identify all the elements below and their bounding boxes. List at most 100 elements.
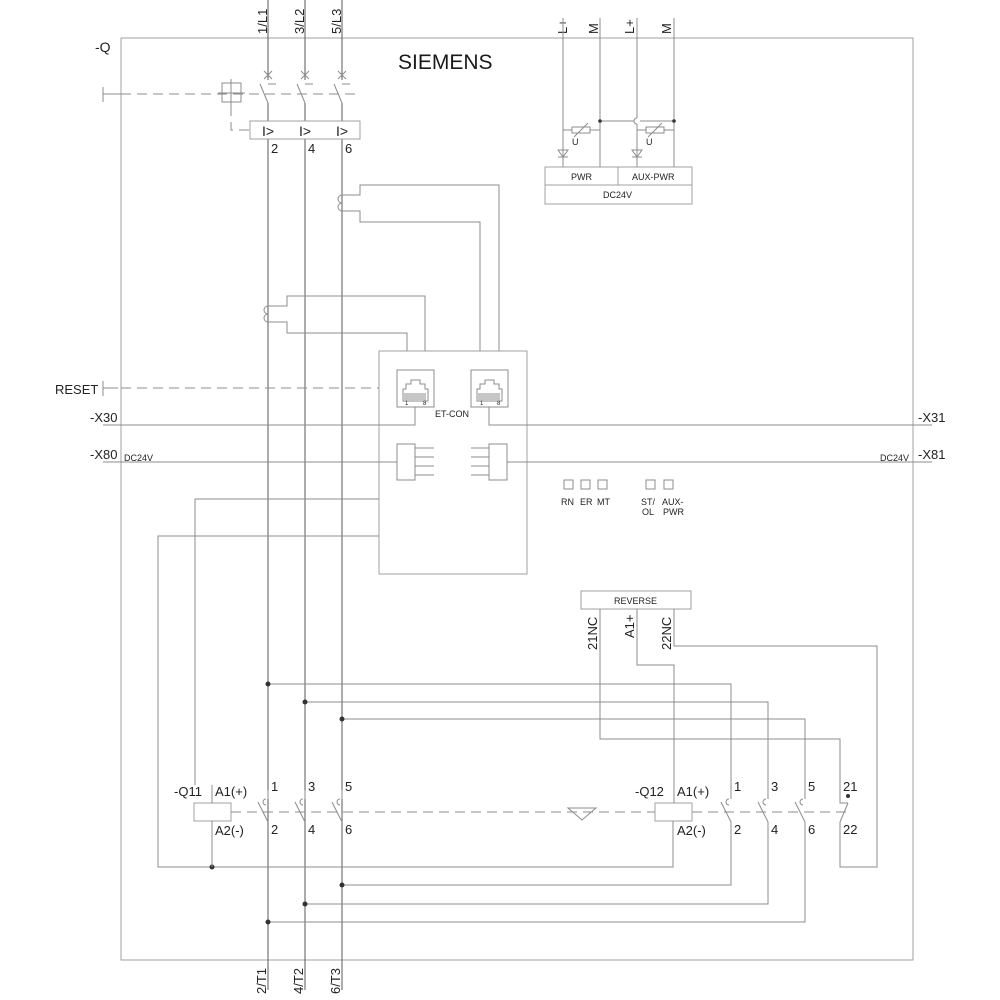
nc-contact-dot [846, 794, 850, 798]
supply-terminal-m-2: M [659, 23, 674, 34]
reverse-wiring [599, 609, 878, 868]
led-label-mt: MT [597, 497, 610, 507]
junction-dot [265, 681, 271, 687]
q12-contact-21: 21 [843, 779, 857, 794]
q11-contact-1: 1 [271, 779, 278, 794]
led-mt [597, 479, 608, 490]
q11-contact-6: 6 [345, 822, 352, 837]
q11-contact-5: 5 [345, 779, 352, 794]
q11-contact-3: 3 [308, 779, 315, 794]
terminal-label-l2: 3/L2 [292, 9, 307, 34]
breaker-output-6: 6 [345, 141, 352, 156]
q12-contact-1: 1 [734, 779, 741, 794]
breaker-output-4: 4 [308, 141, 315, 156]
led-label-er: ER [580, 497, 593, 507]
contactor-q12 [654, 790, 849, 835]
phase-lines [259, 0, 350, 990]
led-er [580, 479, 591, 490]
connector-x30: -X30 [90, 410, 117, 425]
junction-dot [672, 119, 676, 123]
coil-q12 [654, 802, 693, 822]
supply-voltage: DC24V [603, 190, 632, 200]
junction-dot [598, 119, 602, 123]
q12-contact-2: 2 [734, 822, 741, 837]
reverse-label: REVERSE [614, 596, 657, 606]
q12-contact-22: 22 [843, 822, 857, 837]
breaker-output-2: 2 [271, 141, 278, 156]
supply-box-voltage-row [544, 184, 693, 205]
rj45-right-pin-1: 1 [480, 401, 484, 407]
rj45-right-pin-8: 8 [497, 401, 501, 407]
reverse-pin-21nc: 21NC [585, 617, 600, 650]
contactor-tag-q11: -Q11 [174, 784, 202, 799]
supply-label-pwr: PWR [571, 172, 592, 182]
coil-a2-q12: A2(-) [677, 823, 706, 838]
phase-reversal-wiring [268, 683, 806, 923]
q12-contact-4: 4 [771, 822, 778, 837]
terminal-label-t3: 6/T3 [328, 968, 343, 994]
connector-x81: -X81 [918, 447, 945, 462]
reset-actuator [102, 381, 118, 396]
led-label-st: ST/ [641, 497, 656, 507]
brand-logo: SIEMENS [398, 51, 493, 74]
reset-label: RESET [55, 382, 98, 397]
junction-dot [265, 919, 271, 925]
current-sensor-wiring [263, 184, 500, 351]
trip-unit [249, 120, 361, 140]
q12-contact-3: 3 [771, 779, 778, 794]
coil-a1-q12: A1(+) [677, 784, 709, 799]
rj45-port-left [379, 369, 435, 426]
contactor-tag-q12: -Q12 [635, 784, 664, 799]
rj45-left-pin-1: 1 [405, 401, 409, 407]
supply-wiring [557, 18, 675, 167]
led-label-rn: RN [561, 497, 574, 507]
led-label-ol: OL [642, 507, 654, 517]
device-frame [120, 37, 914, 961]
status-leds [563, 479, 674, 490]
terminal-label-l1: 1/L1 [255, 9, 270, 34]
terminal-label-l3: 5/L3 [329, 9, 344, 34]
contactor-q11 [193, 785, 343, 867]
connector-x80: -X80 [90, 447, 117, 462]
supply-label-aux-pwr: AUX-PWR [632, 172, 675, 182]
et-con-module [378, 350, 528, 575]
trip-symbol-3: I> [336, 123, 348, 139]
led-label-pwr: PWR [663, 507, 684, 517]
supply-terminal-lplus-2: L+ [622, 19, 637, 34]
led-label-aux: AUX- [662, 497, 684, 507]
q12-contact-5: 5 [808, 779, 815, 794]
x80-voltage: DC24V [124, 453, 153, 463]
led-st-ol [645, 479, 656, 490]
coil-q11 [193, 802, 232, 822]
terminal-label-t2: 4/T2 [291, 968, 306, 994]
varistor-label-1: U [572, 137, 579, 147]
x81-voltage: DC24V [880, 453, 909, 463]
junction-dot [339, 882, 345, 888]
junction-dot [302, 901, 308, 907]
rj45-left-pin-8: 8 [423, 401, 427, 407]
reverse-module [580, 590, 692, 610]
reverse-pin-22nc: 22NC [659, 617, 674, 650]
coil-a1-q11: A1(+) [215, 784, 247, 799]
coil-a2-q11: A2(-) [215, 823, 244, 838]
reverse-pin-a1plus: A1+ [622, 615, 637, 639]
supply-terminal-m-1: M [586, 23, 601, 34]
junction-dot [302, 699, 308, 705]
led-rn [563, 479, 574, 490]
breaker-mechanism [102, 79, 360, 131]
connector-x31: -X31 [918, 410, 945, 425]
varistor-label-2: U [646, 137, 653, 147]
q11-contact-4: 4 [308, 822, 315, 837]
terminal-label-t1: 2/T1 [254, 968, 269, 994]
trip-symbol-2: I> [299, 123, 311, 139]
device-tag: -Q [95, 39, 111, 55]
trip-symbol-1: I> [262, 123, 274, 139]
q12-contact-6: 6 [808, 822, 815, 837]
et-con-label: ET-CON [435, 409, 469, 419]
rj45-port-right [470, 369, 527, 426]
q11-contact-2: 2 [271, 822, 278, 837]
interlock-triangle-icon [566, 807, 598, 821]
junction-dot [339, 716, 345, 722]
led-aux-pwr [663, 479, 674, 490]
